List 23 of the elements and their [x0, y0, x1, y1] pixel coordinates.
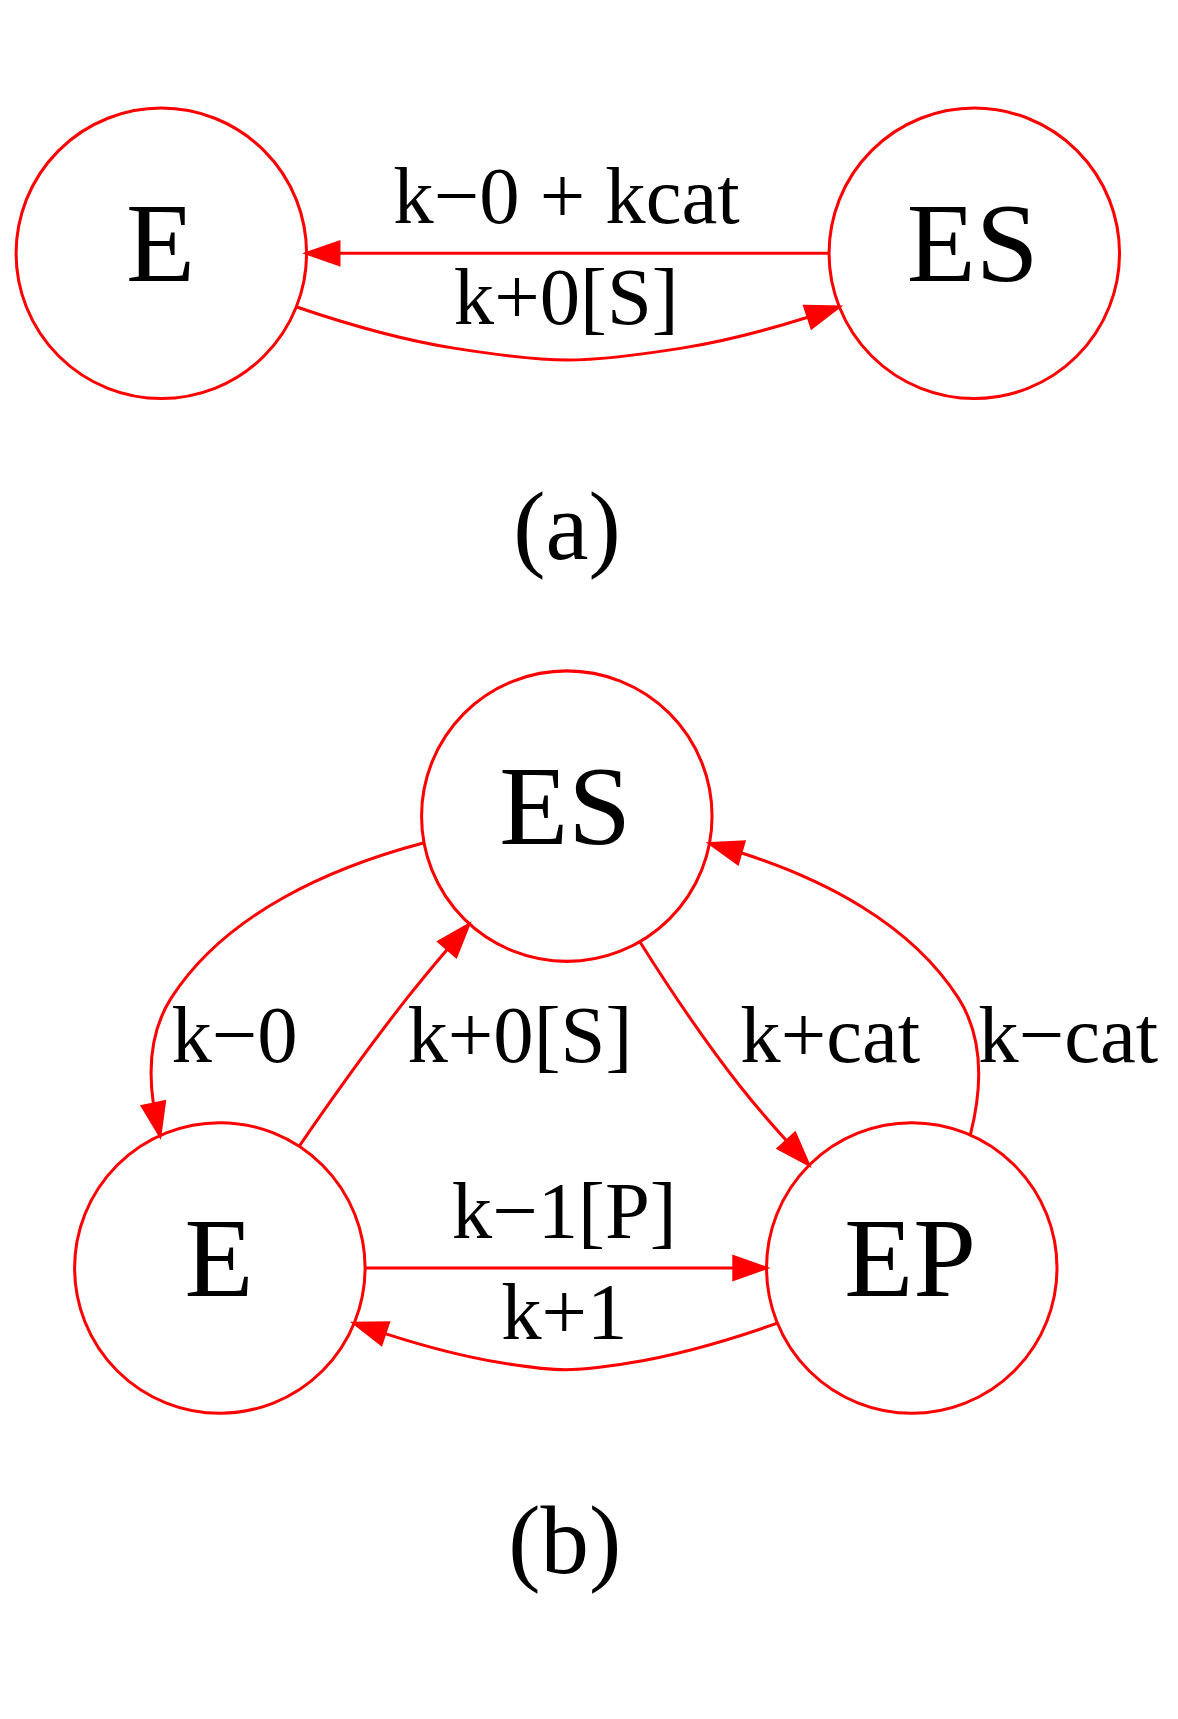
node-circle: EP — [765, 1121, 1059, 1415]
edge-label: k+cat — [740, 990, 921, 1080]
edge-label: k+1 — [501, 1266, 628, 1356]
arrow — [140, 841, 424, 1141]
label: (a) — [513, 472, 621, 580]
edge-label: k−cat — [978, 990, 1159, 1080]
node-circle: ES — [827, 106, 1122, 401]
edge-label: k−0 — [171, 990, 298, 1080]
node-circle: E — [14, 106, 309, 401]
edge-label: k−1[P] — [451, 1165, 677, 1255]
arrow — [296, 304, 844, 362]
edge-label: k−0 + kcat — [393, 151, 740, 241]
arrow — [302, 239, 829, 267]
arrow — [297, 921, 472, 1148]
edge-label: k+0[S] — [407, 990, 633, 1080]
arrow — [638, 940, 812, 1168]
label: (b) — [508, 1487, 622, 1595]
edge-label: k+0[S] — [453, 251, 679, 341]
node-circle: ES — [420, 669, 714, 963]
arrow — [349, 1321, 778, 1372]
node-circle: E — [73, 1121, 367, 1415]
arrow — [365, 1254, 771, 1282]
arrow — [705, 840, 981, 1136]
